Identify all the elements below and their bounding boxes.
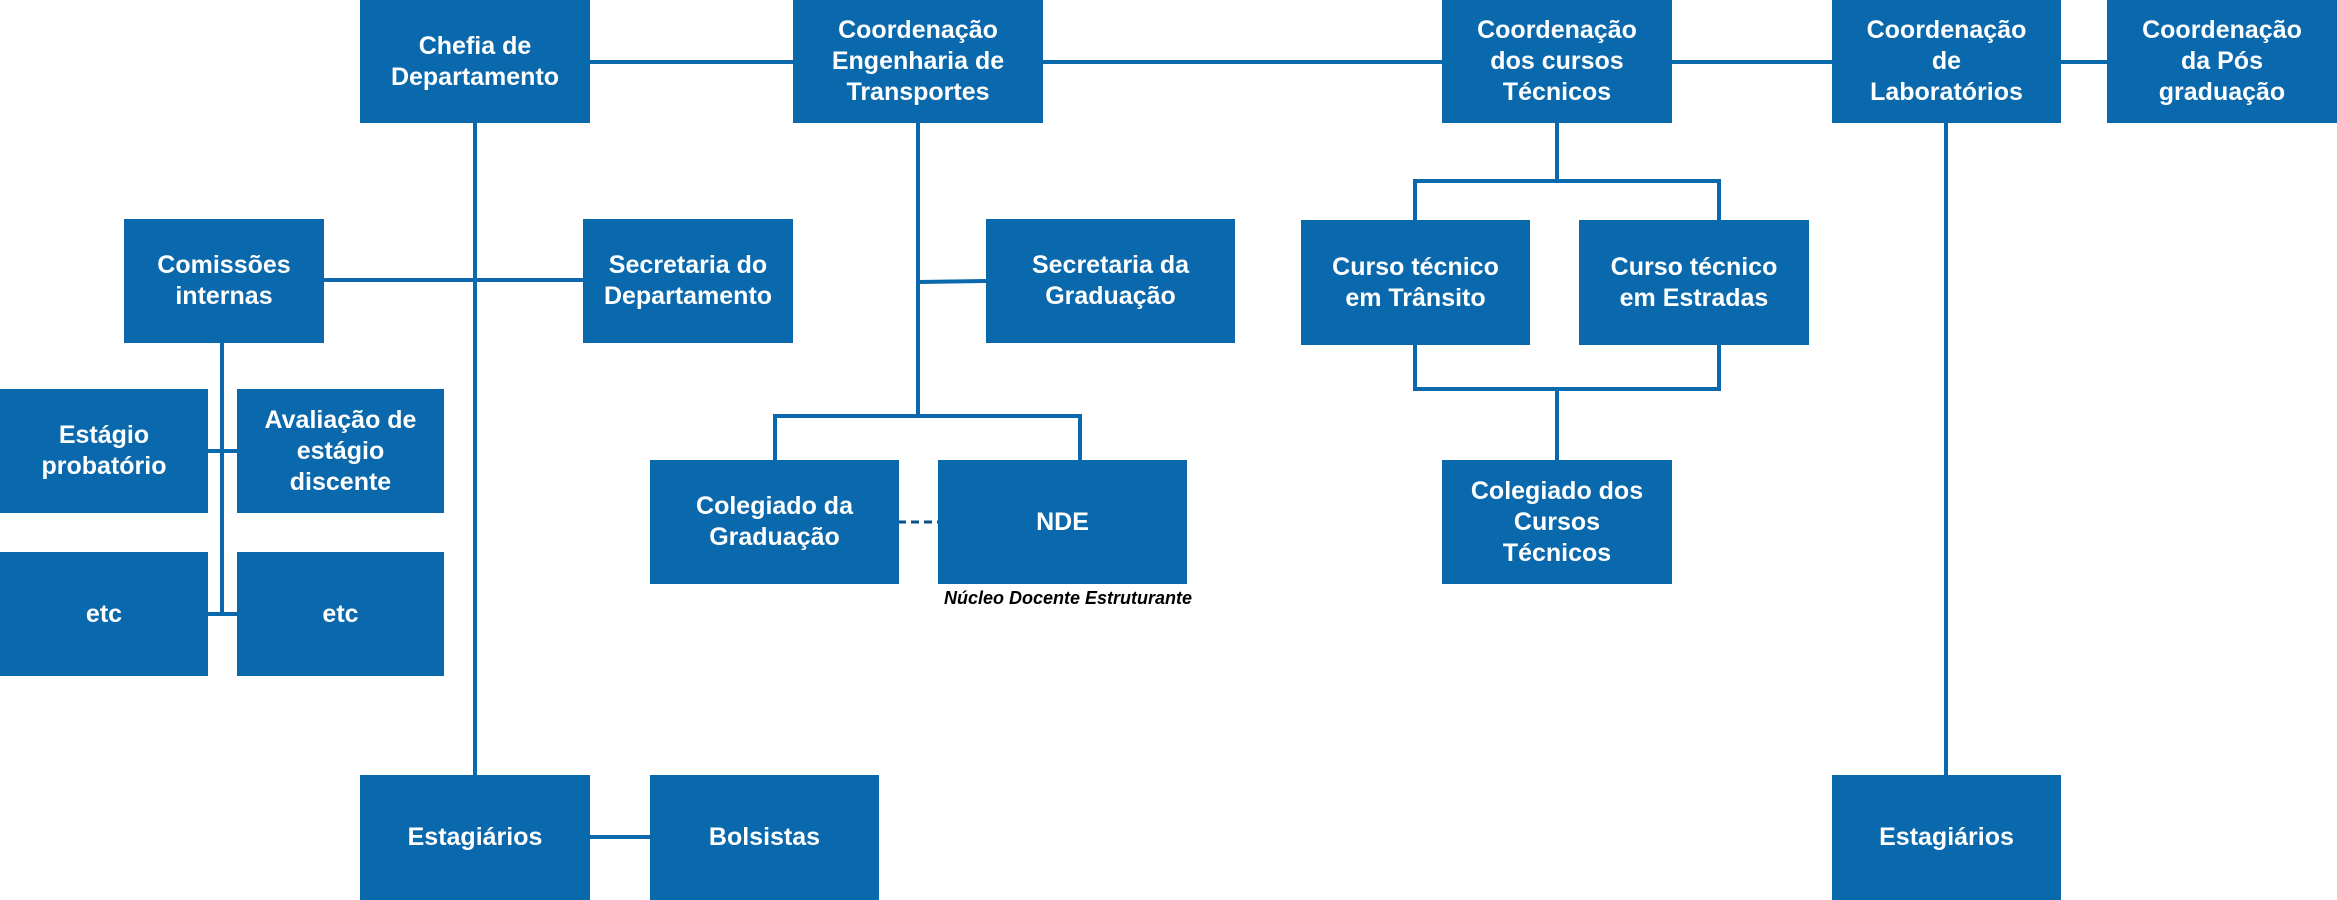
node-etc-right: etc	[237, 552, 444, 676]
node-comissoes-internas: Comissões internas	[124, 219, 324, 343]
node-secretaria-departamento: Secretaria do Departamento	[583, 219, 793, 343]
node-nde: NDE	[938, 460, 1187, 584]
node-secretaria-graduacao: Secretaria da Graduação	[986, 219, 1235, 343]
node-avaliacao-estagio-discente: Avaliação de estágio discente	[237, 389, 444, 513]
node-estagiarios-laboratorios: Estagiários	[1832, 775, 2061, 900]
node-etc-left: etc	[0, 552, 208, 676]
node-coordenacao-engenharia-transportes: Coordenação Engenharia de Transportes	[793, 0, 1043, 123]
connector-secretaria-grad	[917, 279, 987, 284]
node-colegiado-cursos-tecnicos: Colegiado dos Cursos Técnicos	[1442, 460, 1672, 584]
node-curso-tecnico-estradas: Curso técnico em Estradas	[1579, 220, 1809, 345]
node-coordenacao-laboratorios: Coordenação de Laboratórios	[1832, 0, 2061, 123]
node-chefia-de-departamento: Chefia de Departamento	[360, 0, 590, 123]
node-estagiarios-departamento: Estagiários	[360, 775, 590, 900]
node-estagio-probatorio: Estágio probatório	[0, 389, 208, 513]
nde-full-name-caption: Núcleo Docente Estruturante	[944, 588, 1193, 608]
node-coordenacao-pos-graduacao: Coordenação da Pós graduação	[2107, 0, 2337, 123]
node-bolsistas: Bolsistas	[650, 775, 879, 900]
node-curso-tecnico-transito: Curso técnico em Trânsito	[1301, 220, 1530, 345]
node-coordenacao-cursos-tecnicos: Coordenação dos cursos Técnicos	[1442, 0, 1672, 123]
node-colegiado-graduacao: Colegiado da Graduação	[650, 460, 899, 584]
